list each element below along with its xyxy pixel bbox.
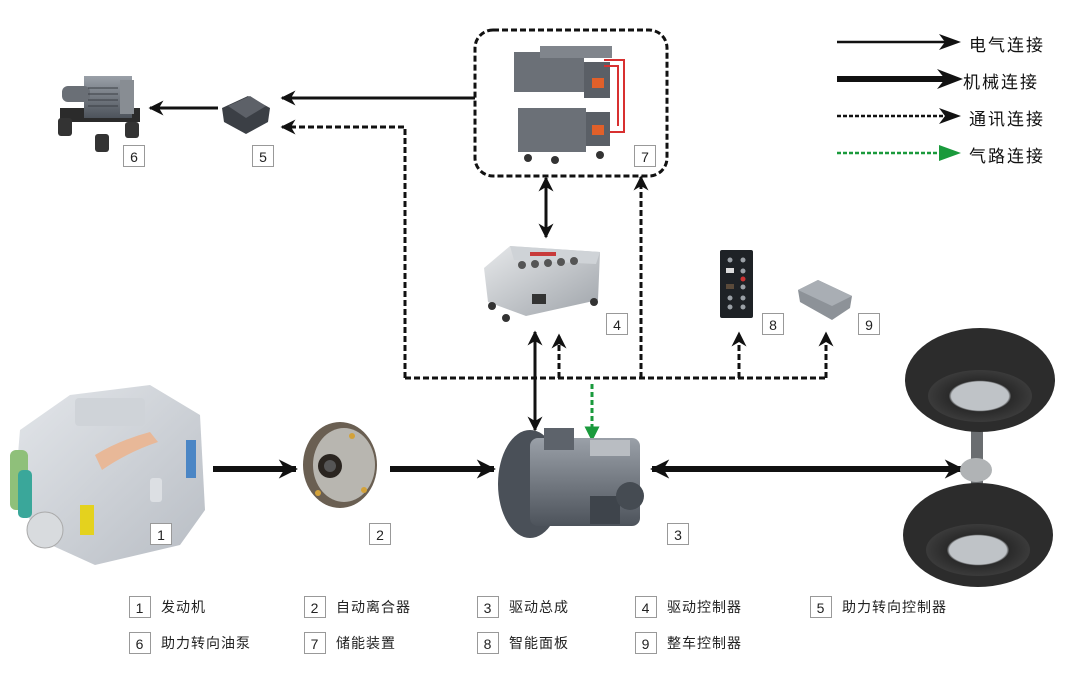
legend-label: 通讯连接 bbox=[969, 110, 1045, 130]
storage-group-frame bbox=[473, 28, 669, 178]
callout-8: 8 bbox=[762, 313, 784, 335]
legend-label: 气路连接 bbox=[969, 147, 1045, 167]
callout-7: 7 bbox=[634, 145, 656, 167]
key-number: 4 bbox=[635, 596, 657, 618]
green-dashed-arrow-icon bbox=[837, 145, 961, 161]
key-item-2: 2 自动离合器 bbox=[304, 596, 411, 618]
key-label: 储能装置 bbox=[336, 636, 396, 652]
key-label: 智能面板 bbox=[509, 636, 569, 652]
callout-1: 1 bbox=[150, 523, 172, 545]
key-item-6: 6 助力转向油泵 bbox=[129, 632, 251, 654]
callout-4: 4 bbox=[606, 313, 628, 335]
key-label: 驱动总成 bbox=[509, 600, 569, 616]
steering-pump-illustration bbox=[58, 76, 140, 152]
key-number: 2 bbox=[304, 596, 326, 618]
key-number: 8 bbox=[477, 632, 499, 654]
key-label: 发动机 bbox=[161, 600, 206, 616]
thick-arrow-icon bbox=[837, 69, 963, 89]
steering-controller-illustration bbox=[222, 96, 270, 134]
key-item-3: 3 驱动总成 bbox=[477, 596, 569, 618]
thin-arrow-icon bbox=[837, 34, 961, 50]
key-label: 整车控制器 bbox=[667, 636, 742, 652]
drive-assembly-illustration bbox=[498, 428, 644, 538]
key-item-8: 8 智能面板 bbox=[477, 632, 569, 654]
legend-label: 机械连接 bbox=[963, 73, 1039, 93]
callout-6: 6 bbox=[123, 145, 145, 167]
callout-9: 9 bbox=[858, 313, 880, 335]
callout-2: 2 bbox=[369, 523, 391, 545]
key-item-7: 7 储能装置 bbox=[304, 632, 396, 654]
key-label: 助力转向控制器 bbox=[842, 600, 947, 616]
key-item-9: 9 整车控制器 bbox=[635, 632, 742, 654]
key-number: 7 bbox=[304, 632, 326, 654]
key-label: 自动离合器 bbox=[336, 600, 411, 616]
key-number: 6 bbox=[129, 632, 151, 654]
energy-storage-illustration bbox=[514, 46, 625, 164]
drive-controller-illustration bbox=[484, 246, 600, 322]
dashed-arrow-icon bbox=[837, 108, 961, 124]
axle-wheels-illustration bbox=[903, 328, 1055, 587]
clutch-illustration bbox=[303, 422, 377, 508]
callout-3: 3 bbox=[667, 523, 689, 545]
key-number: 5 bbox=[810, 596, 832, 618]
key-label: 驱动控制器 bbox=[667, 600, 742, 616]
key-number: 3 bbox=[477, 596, 499, 618]
key-item-5: 5 助力转向控制器 bbox=[810, 596, 947, 618]
legend-label: 电气连接 bbox=[969, 36, 1045, 56]
engine-illustration bbox=[10, 385, 205, 565]
comm-link-5 bbox=[280, 119, 407, 378]
key-number: 1 bbox=[129, 596, 151, 618]
key-number: 9 bbox=[635, 632, 657, 654]
key-label: 助力转向油泵 bbox=[161, 636, 251, 652]
key-item-1: 1 发动机 bbox=[129, 596, 206, 618]
callout-5: 5 bbox=[252, 145, 274, 167]
key-item-4: 4 驱动控制器 bbox=[635, 596, 742, 618]
vehicle-controller-illustration bbox=[798, 280, 852, 320]
smart-panel-illustration bbox=[720, 250, 753, 318]
